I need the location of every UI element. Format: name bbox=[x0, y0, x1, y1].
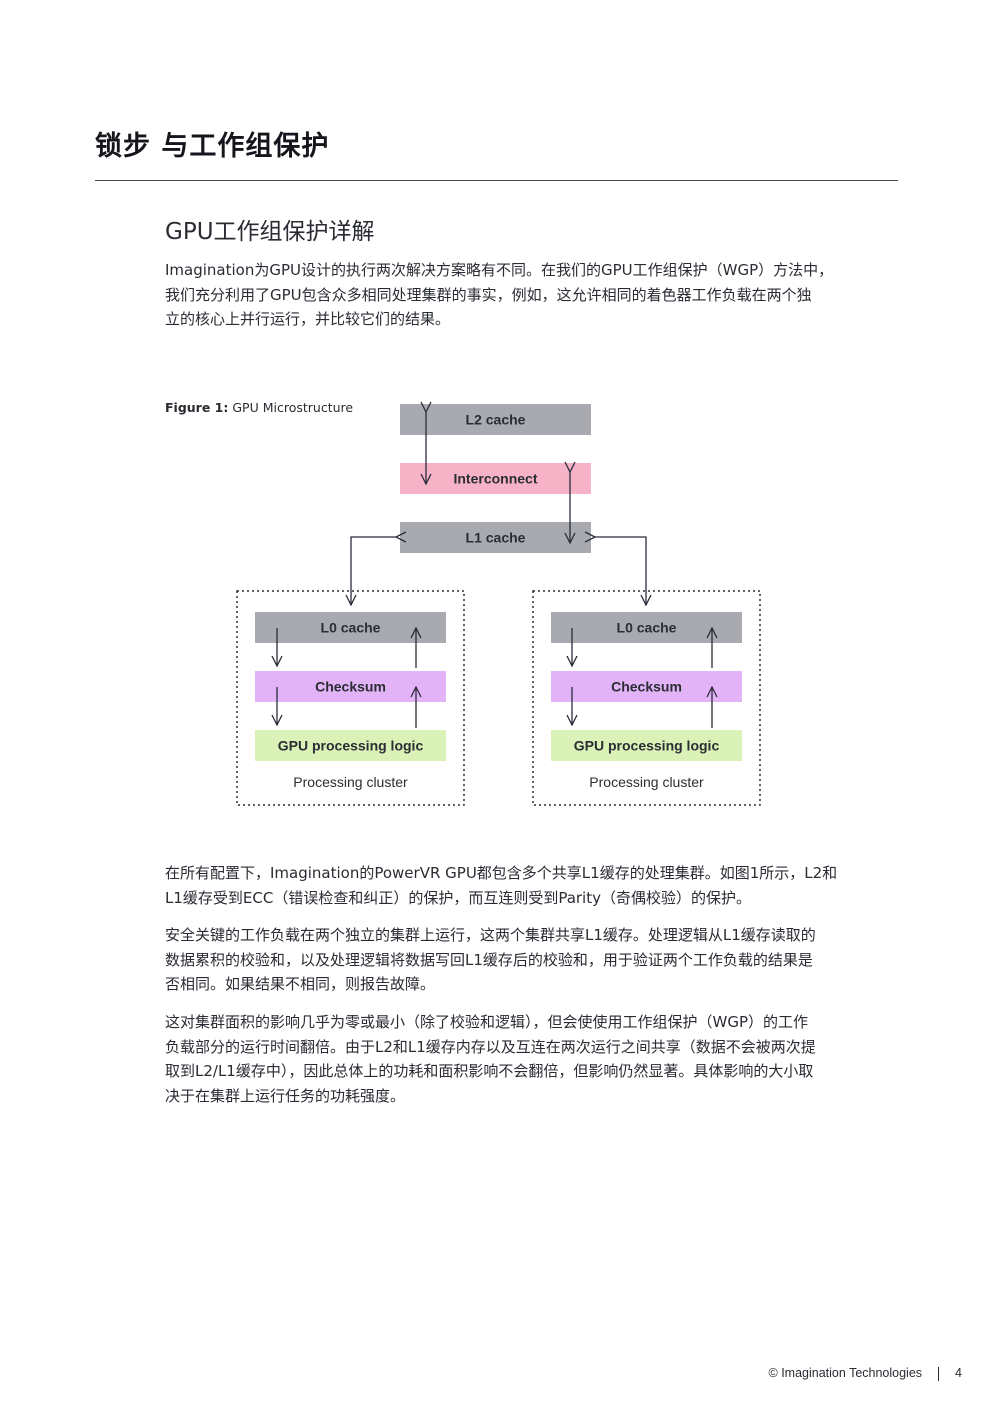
body-line: L1缓存受到ECC（错误检查和纠正）的保护，而互连则受到Parity（奇偶校验）… bbox=[165, 888, 751, 907]
body-paragraph: 安全关键的工作负载在两个独立的集群上运行，这两个集群共享L1缓存。处理逻辑从L1… bbox=[165, 923, 900, 997]
gpu-microstructure-diagram: L2 cache Interconnect L1 cache L0 cache … bbox=[236, 0, 761, 806]
intro-paragraph: Imagination为GPU设计的执行两次解决方案略有不同。在我们的GPU工作… bbox=[165, 258, 900, 332]
intro-line: 立的核心上并行运行，并比较它们的结果。 bbox=[165, 310, 451, 328]
intro-line: Imagination为GPU设计的执行两次解决方案略有不同。在我们的GPU工作… bbox=[165, 261, 834, 279]
processing-cluster-right bbox=[532, 590, 761, 806]
body-line: 这对集群面积的影响几乎为零或最小（除了校验和逻辑），但会使使用工作组保护（WGP… bbox=[165, 1013, 809, 1031]
l2-cache-box bbox=[400, 404, 591, 435]
l2-cache-label: L2 cache bbox=[466, 412, 526, 428]
footer-copyright: © Imagination Technologies bbox=[768, 1366, 923, 1380]
body-paragraph: 在所有配置下，Imagination的PowerVR GPU都包含多个共享L1缓… bbox=[165, 861, 900, 910]
figure-caption-text: GPU Microstructure bbox=[232, 400, 354, 415]
intro-line: 我们充分利用了GPU包含众多相同处理集群的事实，例如，这允许相同的着色器工作负载… bbox=[165, 285, 812, 304]
body-paragraph: 这对集群面积的影响几乎为零或最小（除了校验和逻辑），但会使使用工作组保护（WGP… bbox=[165, 1010, 900, 1108]
interconnect-box bbox=[400, 463, 591, 494]
section-title: GPU工作组保护详解 bbox=[165, 219, 375, 245]
cluster-label-right: Processing cluster bbox=[589, 774, 704, 790]
body-line: 负载部分的运行时间翻倍。由于L2和L1缓存内存以及互连在两次运行之间共享（数据不… bbox=[165, 1037, 816, 1056]
gpu-logic-box-right bbox=[551, 730, 742, 761]
cluster-label-left: Processing cluster bbox=[293, 774, 408, 790]
body-line: 决于在集群上运行任务的功耗强度。 bbox=[165, 1086, 406, 1105]
connector-l1-left-cluster bbox=[351, 537, 396, 605]
body-line: 在所有配置下，Imagination的PowerVR GPU都包含多个共享L1缓… bbox=[165, 864, 838, 882]
l1-cache-box bbox=[400, 522, 591, 553]
checksum-label-left: Checksum bbox=[315, 679, 386, 695]
body-line: 数据累积的校验和，以及处理逻辑将数据写回L1缓存后的校验和，用于验证两个工作负载… bbox=[165, 950, 813, 969]
l1-cache-label: L1 cache bbox=[466, 530, 526, 546]
title-divider bbox=[95, 180, 898, 181]
connector-l1-right-cluster bbox=[595, 537, 646, 605]
figure-caption: Figure 1: GPU Microstructure bbox=[165, 400, 353, 415]
gpu-logic-label-left: GPU processing logic bbox=[278, 738, 424, 754]
footer-separator bbox=[938, 1366, 940, 1381]
page-number: 4 bbox=[955, 1366, 962, 1380]
checksum-label-right: Checksum bbox=[611, 679, 682, 695]
l0-cache-label-right: L0 cache bbox=[617, 620, 677, 636]
body-line: 取到L2/L1缓存中），因此总体上的功耗和面积影响不会翻倍，但影响仍然显著。具体… bbox=[165, 1062, 814, 1080]
body-line: 否相同。如果结果不相同，则报告故障。 bbox=[165, 975, 436, 993]
processing-cluster-left bbox=[236, 590, 465, 806]
page-title: 锁步 与工作组保护 bbox=[95, 131, 330, 162]
l0-cache-label-left: L0 cache bbox=[321, 620, 381, 636]
body-line: 安全关键的工作负载在两个独立的集群上运行，这两个集群共享L1缓存。处理逻辑从L1… bbox=[165, 926, 816, 944]
interconnect-label: Interconnect bbox=[453, 471, 537, 487]
figure-caption-prefix: Figure 1: bbox=[165, 400, 229, 415]
gpu-logic-box-left bbox=[255, 730, 446, 761]
page-footer: © Imagination Technologies 4 bbox=[769, 1366, 962, 1381]
gpu-logic-label-right: GPU processing logic bbox=[574, 738, 720, 754]
